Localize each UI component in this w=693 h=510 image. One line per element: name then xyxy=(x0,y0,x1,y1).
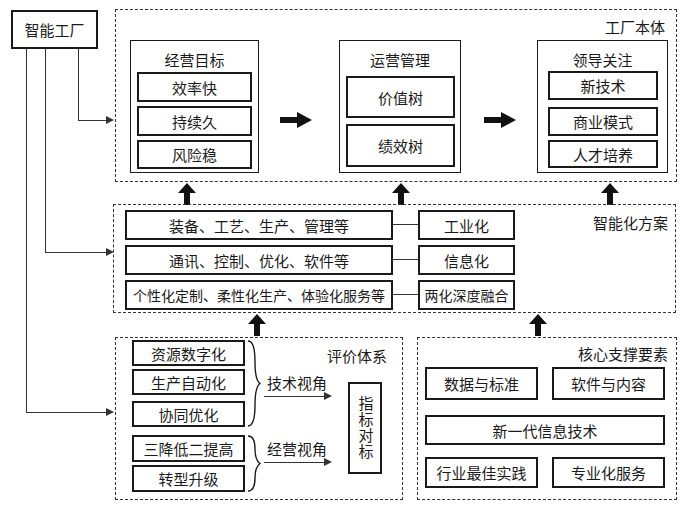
brace-icon xyxy=(247,340,261,427)
eval-item: 资源数字化 xyxy=(132,340,245,366)
solution-left-box: 装备、工艺、生产、管理等 xyxy=(125,210,393,240)
biz-view-label: 经营视角 xyxy=(267,438,327,459)
eval-item: 转型升级 xyxy=(132,465,245,492)
ops-item: 价值树 xyxy=(346,76,455,118)
thick-right-arrow-icon xyxy=(484,111,517,129)
connector-line xyxy=(45,49,46,253)
smart-factory-box: 智能工厂 xyxy=(11,10,98,49)
connector-line xyxy=(393,259,418,260)
solution-left-box: 通讯、控制、优化、软件等 xyxy=(125,245,393,275)
group-title: 经营目标 xyxy=(131,49,258,70)
support-section-title: 核心支撑要素 xyxy=(578,343,668,364)
eval-item: 三降低二提高 xyxy=(132,435,245,462)
solution-right-box: 工业化 xyxy=(418,210,515,240)
support-item-wide: 新一代信息技术 xyxy=(425,415,665,445)
eval-item: 协同优化 xyxy=(132,401,245,427)
eval-item: 生产自动化 xyxy=(132,369,245,395)
solution-left-box: 个性化定制、柔性化生产、体验化服务等 xyxy=(125,280,393,310)
leadership-item: 人才培养 xyxy=(548,140,658,168)
factory-section-title: 工厂本体 xyxy=(605,16,665,37)
goal-item: 风险稳 xyxy=(137,140,252,169)
benchmark-label: 指标对标 xyxy=(355,396,376,460)
connector-line xyxy=(393,224,418,225)
arrow-head-icon xyxy=(324,392,332,400)
tech-view-label: 技术视角 xyxy=(267,372,327,393)
goal-item: 效率快 xyxy=(137,72,252,102)
thick-up-arrow-icon xyxy=(248,314,266,336)
group-title: 领导关注 xyxy=(538,49,667,70)
connector-line xyxy=(26,412,106,413)
thick-up-arrow-icon xyxy=(178,183,196,205)
arrow-head-icon xyxy=(106,408,114,416)
support-item: 数据与标准 xyxy=(425,367,538,400)
arrow-line xyxy=(264,396,324,397)
thick-up-arrow-icon xyxy=(529,314,547,336)
leadership-item: 新技术 xyxy=(548,71,658,100)
connector-line xyxy=(26,49,27,413)
connector-line xyxy=(78,120,106,121)
thick-up-arrow-icon xyxy=(601,183,619,205)
solution-right-box: 信息化 xyxy=(418,245,515,275)
leadership-item: 商业模式 xyxy=(548,107,658,136)
solution-section-title: 智能化方案 xyxy=(593,212,668,233)
connector-line xyxy=(45,252,106,253)
support-item: 行业最佳实践 xyxy=(425,457,538,488)
support-item: 专业化服务 xyxy=(552,457,665,488)
connector-line xyxy=(393,294,418,295)
goal-item: 持续久 xyxy=(137,106,252,136)
evaluation-section-title: 评价体系 xyxy=(327,345,387,366)
group-title: 运营管理 xyxy=(340,49,460,70)
arrow-line xyxy=(264,462,324,463)
arrow-head-icon xyxy=(324,458,332,466)
connector-line xyxy=(78,49,79,121)
benchmark-box: 指标对标 xyxy=(348,382,382,474)
thick-right-arrow-icon xyxy=(280,111,313,129)
arrow-head-icon xyxy=(106,116,114,124)
support-item: 软件与内容 xyxy=(552,367,665,400)
ops-item: 绩效树 xyxy=(346,124,455,167)
solution-right-box: 两化深度融合 xyxy=(418,280,515,310)
brace-icon xyxy=(247,435,261,492)
thick-up-arrow-icon xyxy=(392,183,410,205)
